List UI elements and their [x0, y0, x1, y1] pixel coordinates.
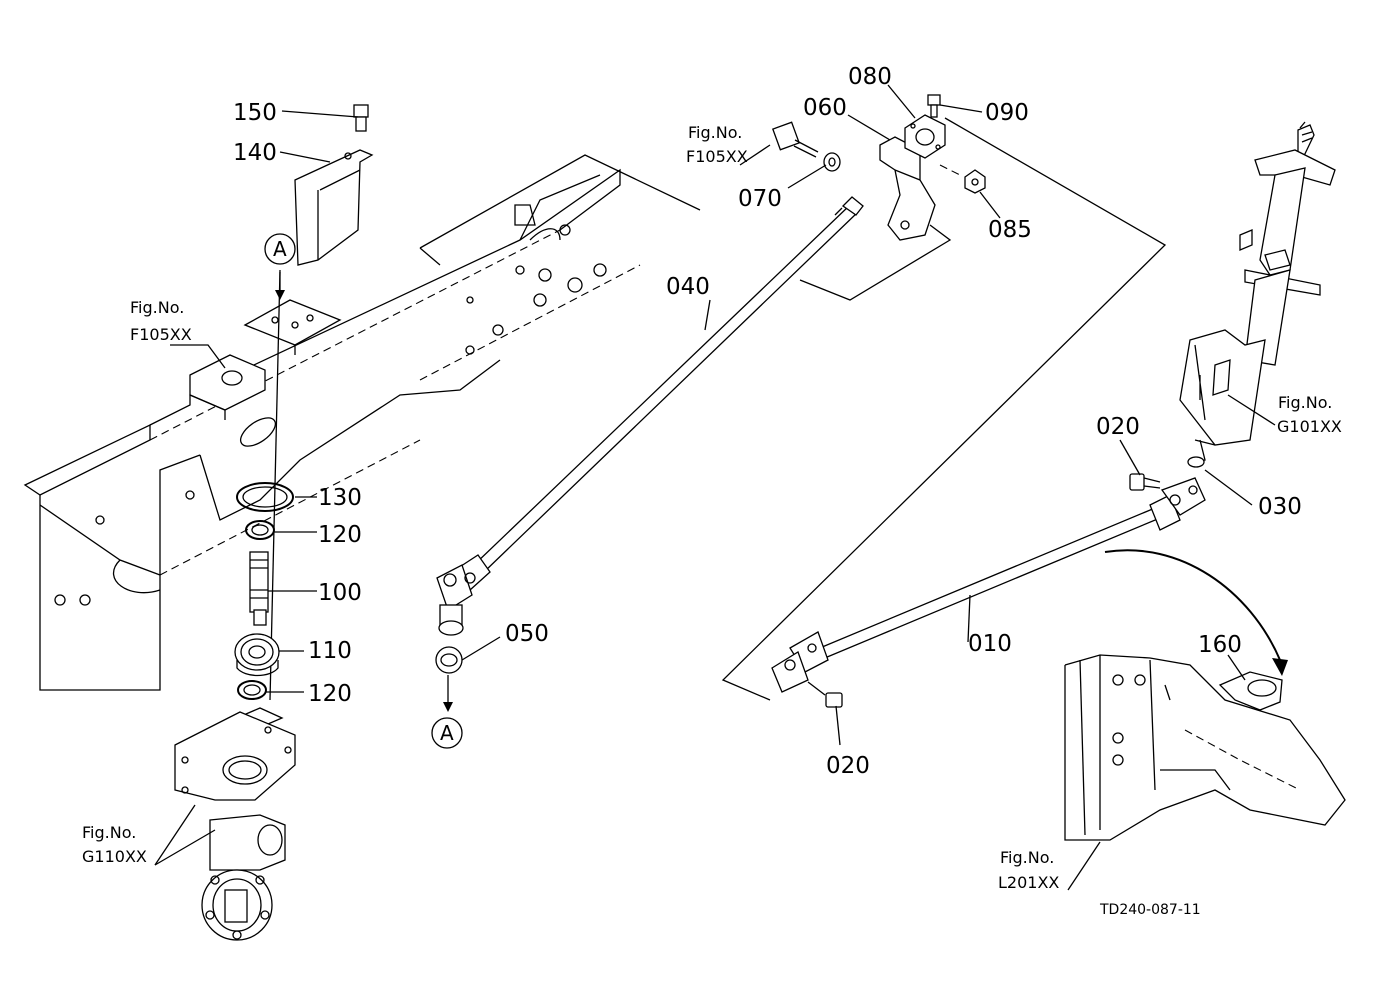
label-030: 030: [1258, 494, 1302, 520]
fig-ref-left-code: F105XX: [130, 325, 192, 344]
label-010: 010: [968, 631, 1012, 657]
bolt-f105xx: [772, 121, 819, 158]
label-110: 110: [308, 638, 352, 664]
fig-ref-left-label: Fig.No.: [130, 298, 184, 317]
guide-line-d: [721, 117, 1167, 701]
shaft-100: [249, 551, 269, 626]
label-060: 060: [803, 95, 847, 121]
label-120-upper: 120: [318, 522, 362, 548]
washer-070: [823, 152, 841, 172]
fig-ref-right: Fig.No. G101XX: [1277, 393, 1342, 436]
label-085: 085: [988, 217, 1032, 243]
label-020-upper: 020: [1096, 414, 1140, 440]
label-120-lower: 120: [308, 681, 352, 707]
fig-ref-top-code: F105XX: [686, 147, 748, 166]
bolt-090: [927, 94, 941, 118]
fig-ref-bottom-right-code: L201XX: [998, 873, 1059, 892]
guide-line-c: [799, 224, 952, 301]
marker-a-top: A: [264, 233, 296, 265]
bearing-flange-080: [904, 114, 946, 159]
label-100: 100: [318, 580, 362, 606]
bolt-020-lower: [807, 681, 843, 708]
label-140: 140: [233, 140, 277, 166]
nut-085: [964, 169, 986, 194]
drawing-number: TD240-087-11: [1099, 902, 1201, 918]
nut-050: [435, 646, 463, 674]
shaft-010: [771, 477, 1206, 693]
bracket-140: [294, 149, 374, 266]
bearing-110: [234, 633, 280, 677]
curved-arrow: [1104, 549, 1281, 661]
fig-ref-top-label: Fig.No.: [688, 123, 742, 142]
leader-lines: [154, 84, 1276, 891]
boot-160: [1218, 671, 1283, 711]
label-070: 070: [738, 186, 782, 212]
fig-ref-right-label: Fig.No.: [1278, 393, 1332, 412]
marker-a-bottom: A: [431, 717, 463, 749]
steering-column: [1179, 121, 1336, 463]
fig-ref-bottom-left-code: G110XX: [82, 847, 147, 866]
chassis-frame: [23, 168, 641, 691]
fig-ref-top: Fig.No. F105XX: [686, 123, 748, 166]
label-160: 160: [1198, 632, 1242, 658]
label-080: 080: [848, 64, 892, 90]
shaft-040: [436, 196, 864, 636]
label-020-lower: 020: [826, 753, 870, 779]
bolt-axis-085: [939, 164, 961, 176]
guide-line-b: [419, 247, 441, 266]
marker-a-bottom-text: A: [440, 721, 454, 745]
label-150: 150: [233, 100, 277, 126]
bolt-020-upper: [1129, 473, 1161, 491]
floor-panel: [1064, 654, 1346, 841]
bolt-150: [353, 104, 369, 132]
marker-a-top-text: A: [273, 237, 287, 261]
fig-ref-bottom-left: Fig.No. G110XX: [82, 823, 147, 866]
fig-ref-bottom-right: Fig.No. L201XX: [998, 848, 1059, 892]
fig-ref-bottom-left-label: Fig.No.: [82, 823, 136, 842]
label-050: 050: [505, 621, 549, 647]
fig-ref-right-code: G101XX: [1277, 417, 1342, 436]
fig-ref-left: Fig.No. F105XX: [130, 298, 192, 344]
fig-ref-bottom-right-label: Fig.No.: [1000, 848, 1054, 867]
snap-ring-130: [236, 482, 294, 512]
washer-030: [1187, 456, 1205, 468]
label-130: 130: [318, 485, 362, 511]
seal-120-lower: [237, 680, 267, 700]
seal-120-upper: [245, 520, 275, 540]
guide-line-a: [419, 154, 701, 249]
assembly-axis-line: [269, 269, 281, 701]
label-040: 040: [666, 274, 710, 300]
label-090: 090: [985, 100, 1029, 126]
steering-gearbox: [174, 707, 296, 941]
